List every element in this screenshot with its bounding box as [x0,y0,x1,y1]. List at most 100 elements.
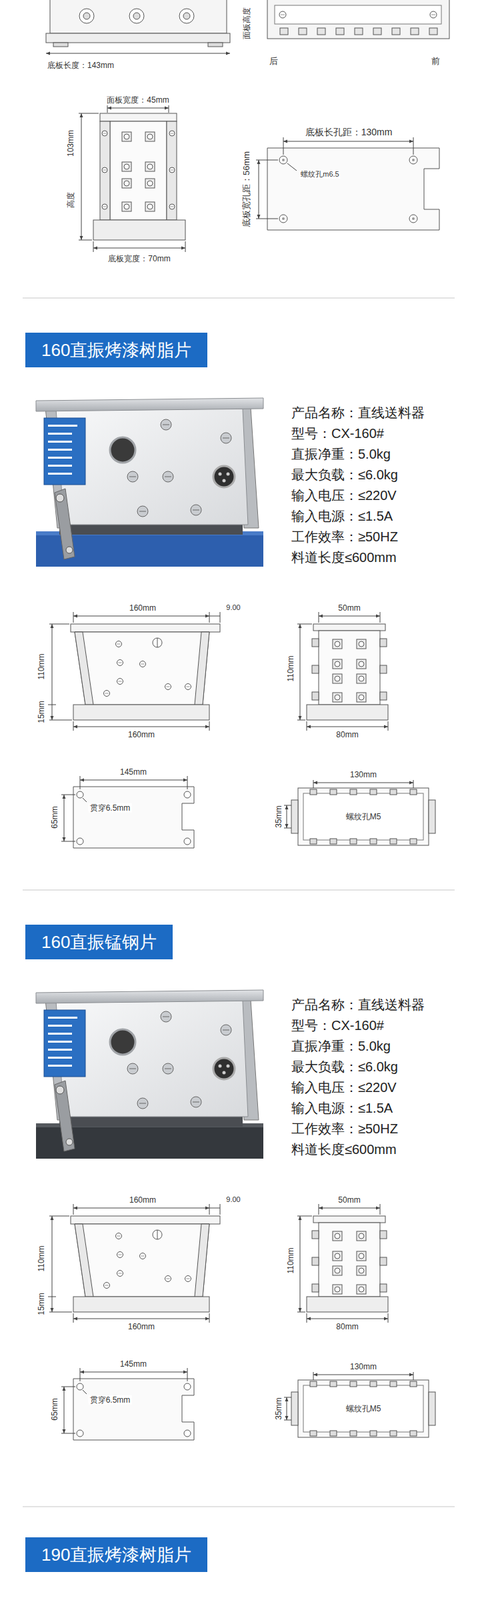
dimension-line [64,794,65,842]
dimension-arrow [164,106,169,110]
screw-slot [118,1273,122,1274]
body-outline [318,1222,380,1297]
screw-slot [129,476,136,478]
dimension-arrow [73,1317,78,1321]
mount-hole [76,791,84,798]
screw-block [332,692,342,702]
dimension-line [306,726,388,728]
base-plate [73,1378,194,1440]
screw [190,504,202,516]
screw-slot [170,206,174,208]
dimension-arrow [376,614,380,618]
screw [127,1063,138,1074]
bolt-block [350,1430,357,1436]
screw-block [122,132,132,142]
drawing-line [284,1397,292,1398]
bolt-block [350,789,357,795]
dimension-arrow [285,824,289,828]
screw [124,204,130,210]
connector [213,466,235,488]
drawing-line [297,720,306,721]
side-panel [274,5,442,24]
bolt-block [330,838,337,844]
dimension-arrow [283,140,288,144]
spec-line: 料道长度≤600mm [291,1141,397,1158]
dimension-label: 底板长度：143mm [46,60,116,70]
spring-plate [194,1224,210,1297]
side-tab [380,692,387,700]
drawing-line [73,612,74,623]
dimension-arrow [205,614,210,618]
spec-line: 型号：CX-160# [291,1017,384,1034]
dimension-arrow [73,614,78,618]
connector-pin [218,472,222,476]
dimension-arrow [181,246,186,250]
screw [358,1253,364,1259]
mount-hole-core [282,217,285,220]
screw [102,204,108,210]
dimension-line [80,1372,188,1373]
connector-pin [222,479,226,483]
screw [334,676,340,682]
drawing-line [256,160,278,161]
dimension-arrow [73,725,78,729]
nameplate-line [48,1032,72,1035]
dimension-label: 160mm [128,603,158,613]
dimension-arrow [183,1370,188,1374]
dimension-arrow [62,837,66,842]
bolt-block [310,1430,317,1436]
bolt-block [392,28,400,35]
screw-block [356,1284,366,1294]
side-outline [267,0,450,39]
screw [124,180,130,186]
lever-bolt [66,1138,73,1146]
mount-hole [409,156,418,164]
bolt-block [310,838,317,844]
spring-plate [100,121,110,220]
drawing-line [209,721,210,731]
bolt-block [336,28,344,35]
mount-hole [279,156,288,164]
dimension-arrow [46,52,50,56]
bracket [291,1392,298,1426]
nameplate-line [48,432,72,435]
drawing-line [78,113,99,114]
base-outline [306,704,388,720]
screw-slot [118,681,122,682]
bolt-block [370,1430,377,1436]
drawing-line [313,1372,314,1380]
bolt-block [354,28,363,35]
dimension-line [73,616,210,617]
body-outline [74,1224,210,1297]
screw [116,1233,122,1240]
dimension-line [209,1208,220,1209]
screw-slot [222,1030,230,1031]
drawing-line [283,137,284,155]
bolt-block [410,789,417,795]
screw [334,661,340,667]
dimension-arrow [306,1317,311,1321]
top-plate-outline [313,1216,386,1223]
drawing-line [168,105,170,113]
dimension-label: 高度 [66,190,76,210]
nameplate-line [48,464,72,467]
screw-block [332,639,342,649]
dimension-arrow [205,1317,210,1321]
dimension-line [73,1318,210,1320]
mount-hole [76,838,84,845]
dimension-label: 15mm [36,699,46,724]
screw [116,641,122,648]
screw-block [145,178,155,188]
drawing-line [306,1313,308,1323]
section-header: 160直振锰钢片 [25,924,173,960]
screw [358,641,364,647]
dimension-label: 160mm [126,1322,156,1332]
drawing-line [313,780,314,788]
drawing-line [73,1204,74,1215]
drawing-line [284,1420,292,1421]
drawing-line [187,1368,188,1382]
body-outline [110,121,167,220]
screw [137,1098,148,1109]
dimension-arrow [384,1317,388,1321]
dimension-arrow [318,1206,323,1210]
